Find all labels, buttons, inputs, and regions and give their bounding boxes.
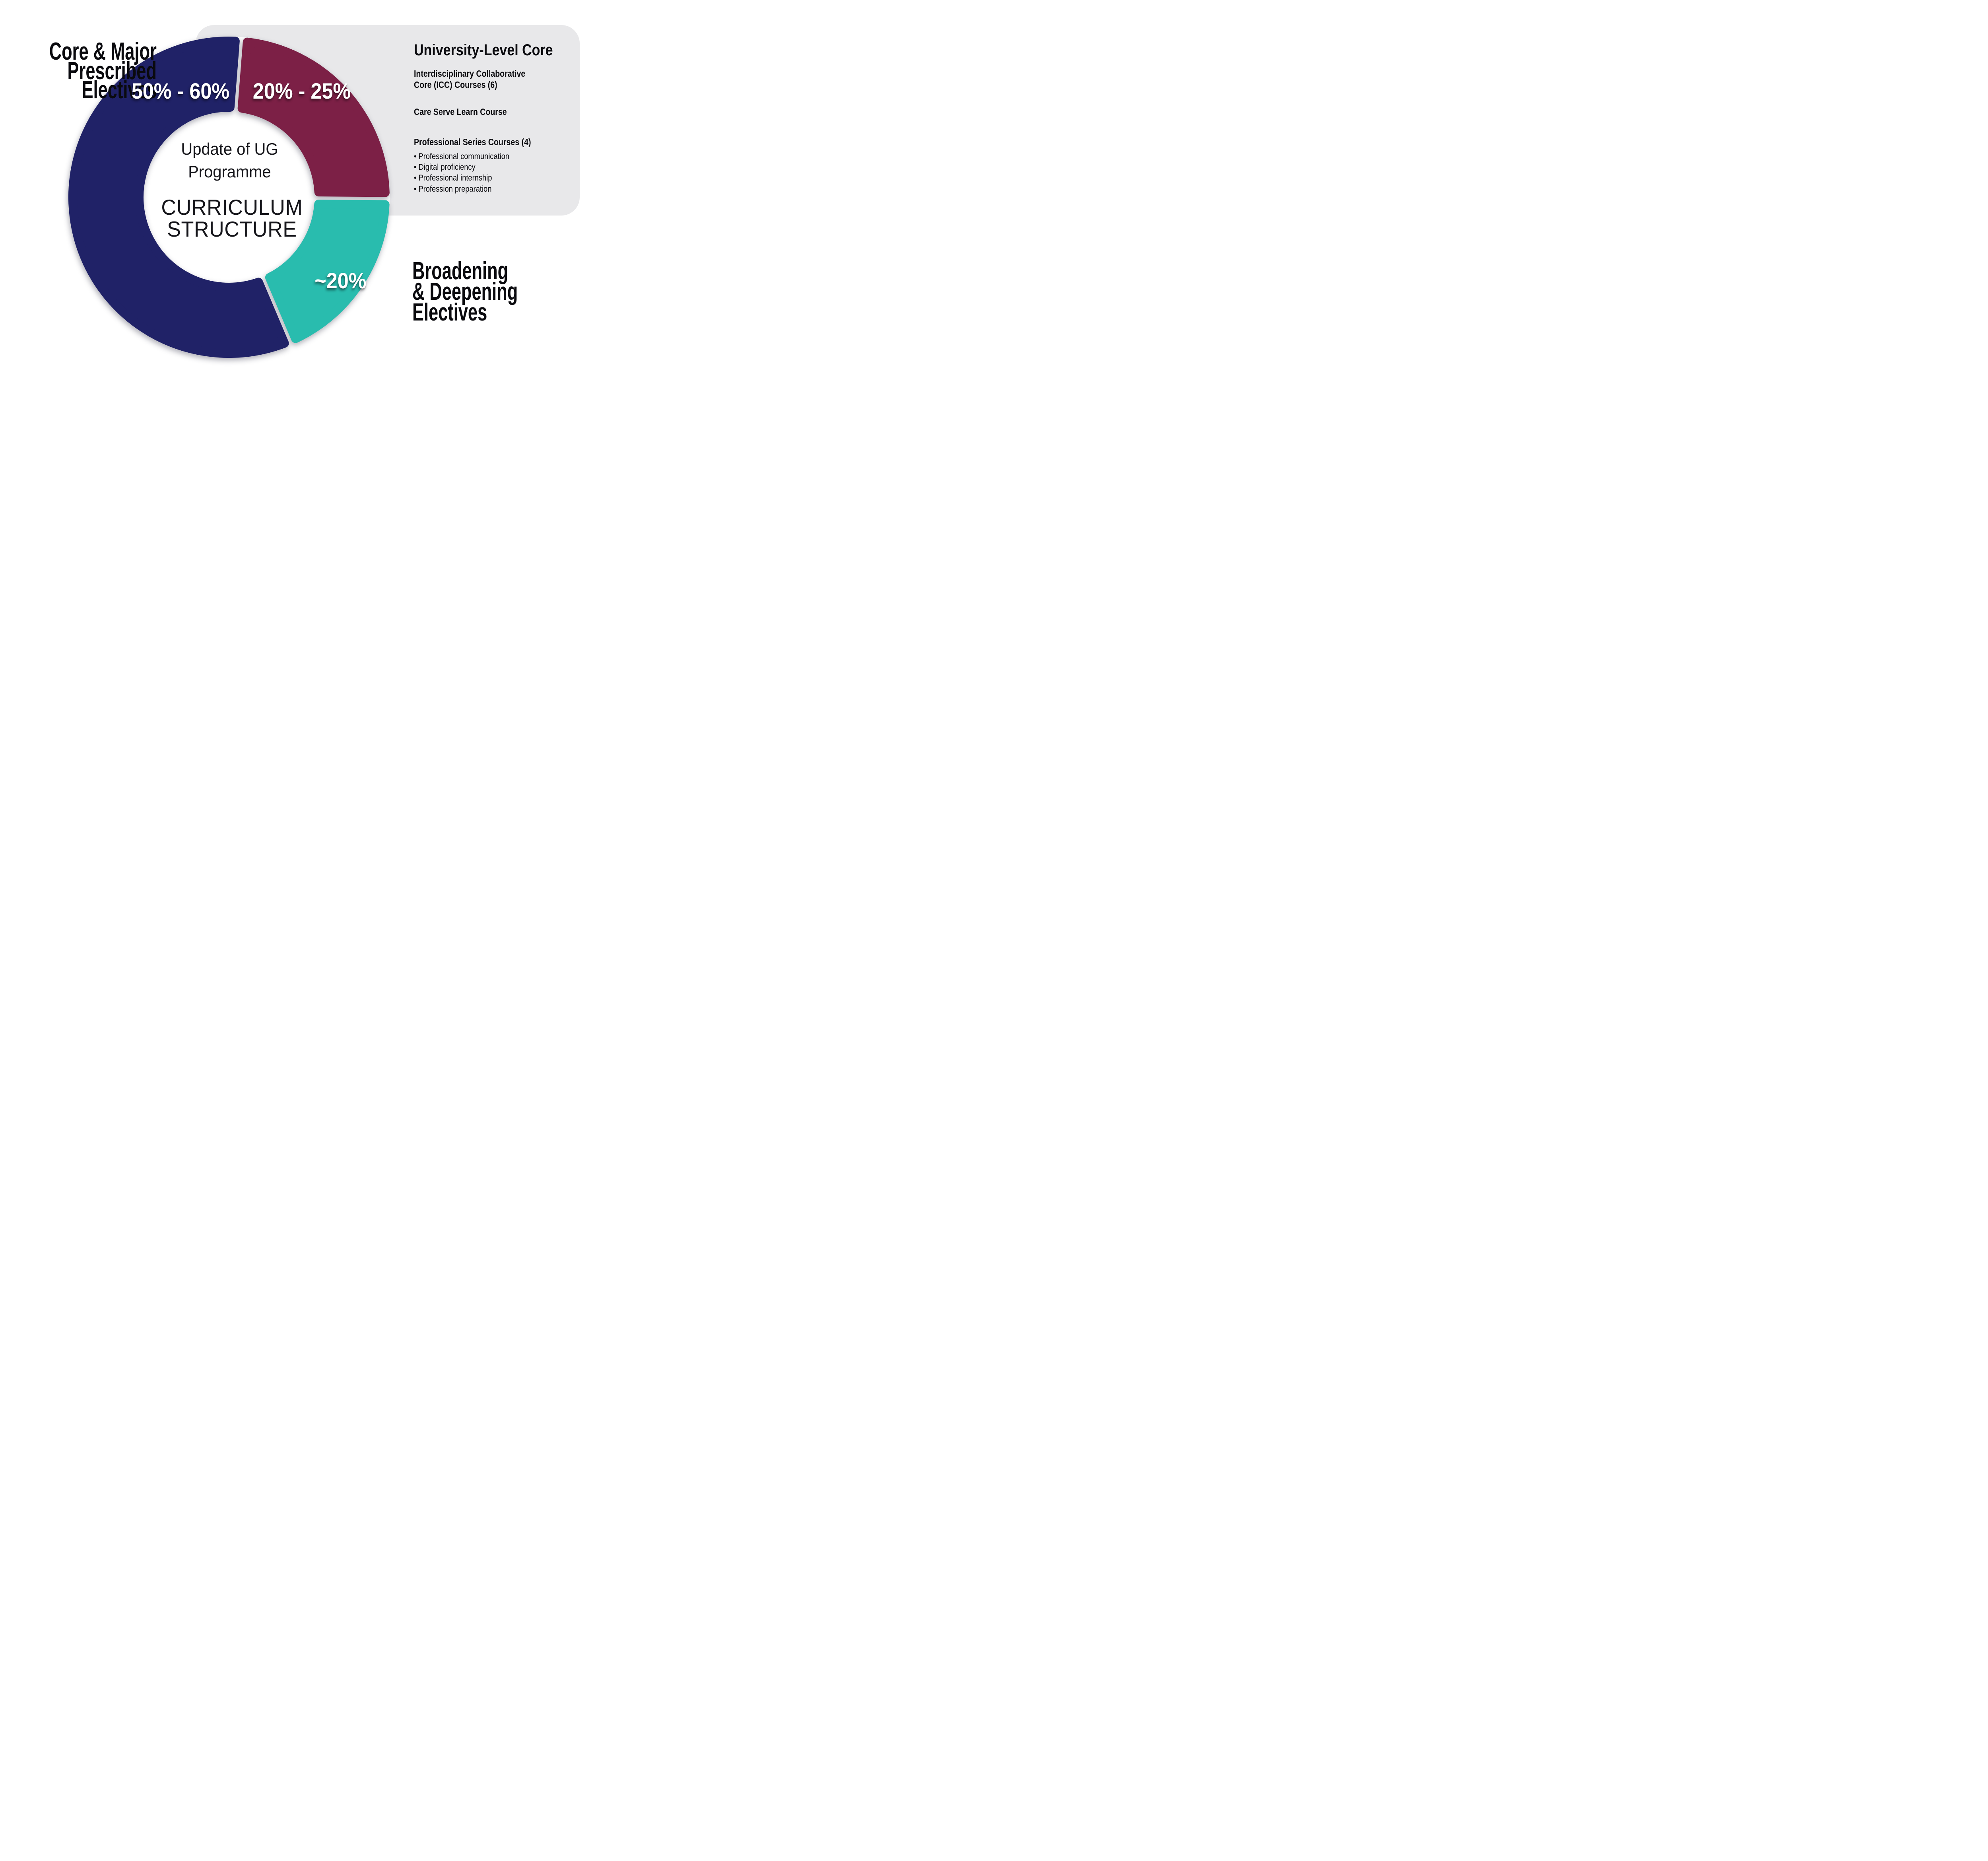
bullet-digital-proficiency: Digital proficiency <box>414 162 476 172</box>
donut-slice-core-major <box>68 37 289 358</box>
bullet-professional-communication: Professional communication <box>414 152 509 161</box>
chart-subtitle-line1: Update of UG <box>181 140 278 158</box>
infographic-page: Core & Major Prescribed Electives Broade… <box>0 0 590 372</box>
donut-slice-broadening <box>265 199 390 343</box>
bullet-profession-preparation: Profession preparation <box>414 184 491 194</box>
slice-value-core-major: 50% - 60% <box>131 78 230 103</box>
chart-title-line1: CURRICULUM <box>161 195 303 220</box>
donut-slice-university-core <box>237 37 390 197</box>
panel-item-icc-line2: Core (ICC) Courses (6) <box>414 79 497 90</box>
callout-broadening-line3: Electives <box>412 299 487 326</box>
callout-core-major-line2: Prescribed <box>67 57 157 85</box>
callout-core-major-line3: Electives <box>82 76 157 104</box>
slice-value-broadening: ~20% <box>314 268 367 293</box>
donut-chart <box>68 37 390 358</box>
callout-broadening-line1: Broadening <box>412 257 509 285</box>
panel-heading: University-Level Core <box>414 41 553 59</box>
chart-title-block: Update of UG Programme CURRICULUM STRUCT… <box>157 138 303 241</box>
chart-subtitle-line2: Programme <box>188 162 271 181</box>
slice-value-university-core: 20% - 25% <box>252 78 351 103</box>
panel-item-care-serve-learn: Care Serve Learn Course <box>414 107 507 117</box>
callout-broadening: Broadening & Deepening Electives <box>412 259 579 326</box>
callout-broadening-line2: & Deepening <box>412 278 518 305</box>
chart-title-line2: STRUCTURE <box>167 217 297 241</box>
panel-bullet-list: Professional communication Digital profi… <box>414 151 526 194</box>
callout-core-major: Core & Major Prescribed Electives <box>3 39 157 103</box>
panel-item-icc-line1: Interdisciplinary Collaborative <box>414 68 526 79</box>
panel-item-professional-series: Professional Series Courses (4) <box>414 137 531 147</box>
callout-core-major-line1: Core & Major <box>49 38 157 65</box>
bullet-professional-internship: Professional internship <box>414 173 492 183</box>
panel-item-icc: Interdisciplinary Collaborative Core (IC… <box>414 68 545 90</box>
